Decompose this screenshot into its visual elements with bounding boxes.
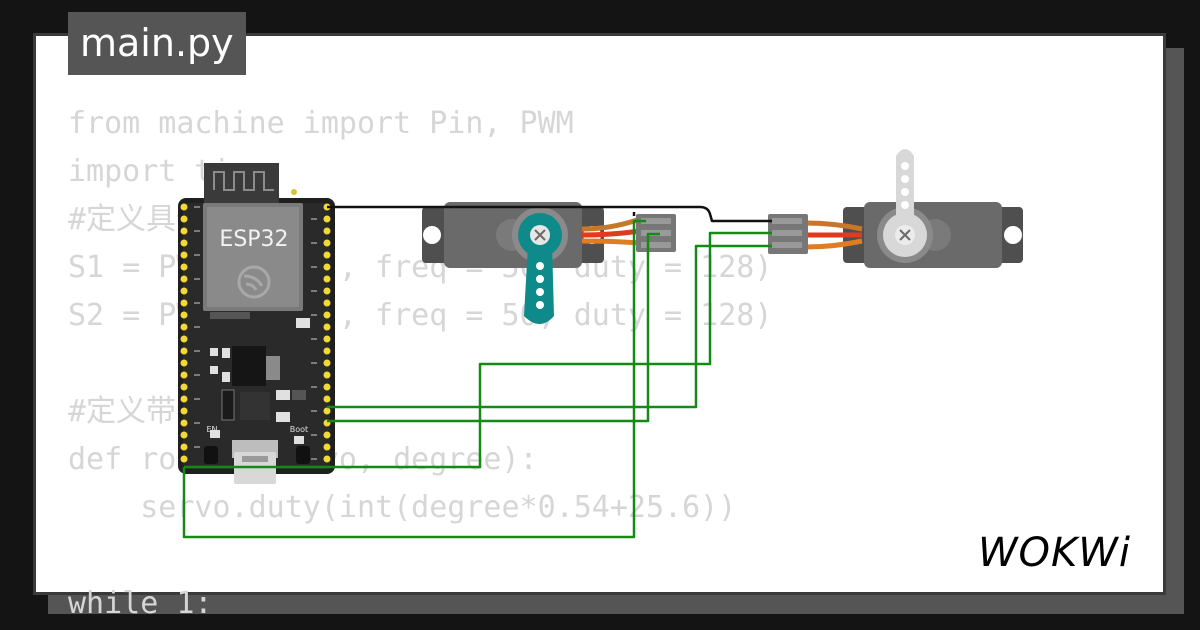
chip-label: ESP32 [219, 227, 288, 252]
file-tab[interactable]: main.py [68, 12, 246, 75]
wire-power-2[interactable] [184, 231, 772, 469]
wokwi-logo: WOKWi [978, 526, 1150, 578]
code-line: from machine import Pin, PWM [68, 106, 574, 141]
wires [182, 205, 772, 539]
espressif-logo-icon [237, 265, 271, 299]
boot-label: Boot [290, 425, 308, 434]
en-label: EN [206, 425, 217, 434]
esp32-board[interactable]: ESP32 EN Boot [178, 163, 335, 484]
right-pin-header [323, 203, 331, 463]
brand-name: WOKWi [978, 530, 1131, 576]
wire-gnd[interactable] [327, 205, 772, 223]
wire-power[interactable] [182, 219, 646, 539]
wokwi-logo-icon: WOKWi [978, 530, 1131, 576]
servo-2[interactable] [768, 149, 1023, 268]
boot-button[interactable] [296, 446, 310, 464]
servo-horn[interactable] [524, 244, 554, 324]
code-line: while 1: [68, 586, 213, 621]
code-line: servo.duty(int(degree*0.54+25.6)) [68, 490, 737, 525]
servo-1[interactable] [422, 202, 676, 324]
wire-signal-2[interactable] [327, 244, 772, 409]
wire-signal-1[interactable] [327, 232, 660, 423]
en-button[interactable] [204, 446, 218, 464]
left-pin-header [180, 203, 188, 463]
